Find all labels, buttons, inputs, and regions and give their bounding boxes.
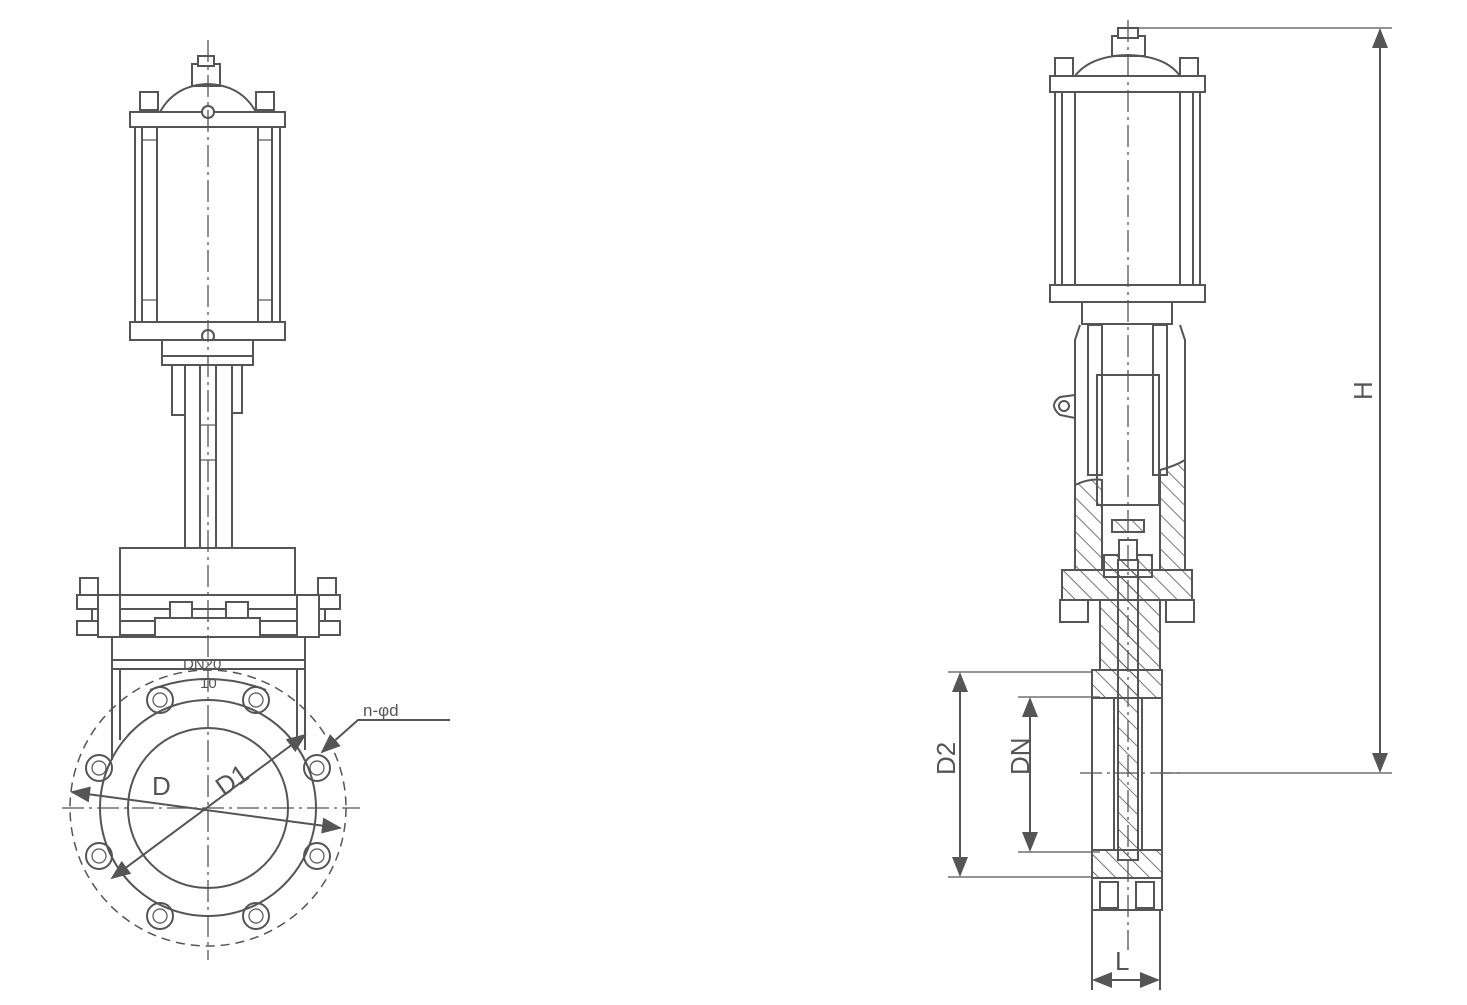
outer-diameter-label: D (152, 771, 171, 801)
bolt-hole-label: n-φd (363, 701, 399, 720)
side-view: H D2 DN L (931, 20, 1392, 990)
flange-diameter-label: D2 (931, 742, 961, 775)
height-label: H (1348, 381, 1378, 400)
length-label: L (1115, 946, 1129, 976)
bolt-circle-label: D1 (210, 758, 254, 802)
size-label: DN20 (183, 656, 221, 673)
nominal-diameter-label: DN (1005, 737, 1035, 775)
dimensions: H D2 DN L (931, 27, 1392, 988)
front-view: D D1 n-φd DN20 10 (62, 40, 450, 960)
size-sub-label: 10 (200, 675, 217, 692)
gate-body-side (1080, 20, 1180, 990)
